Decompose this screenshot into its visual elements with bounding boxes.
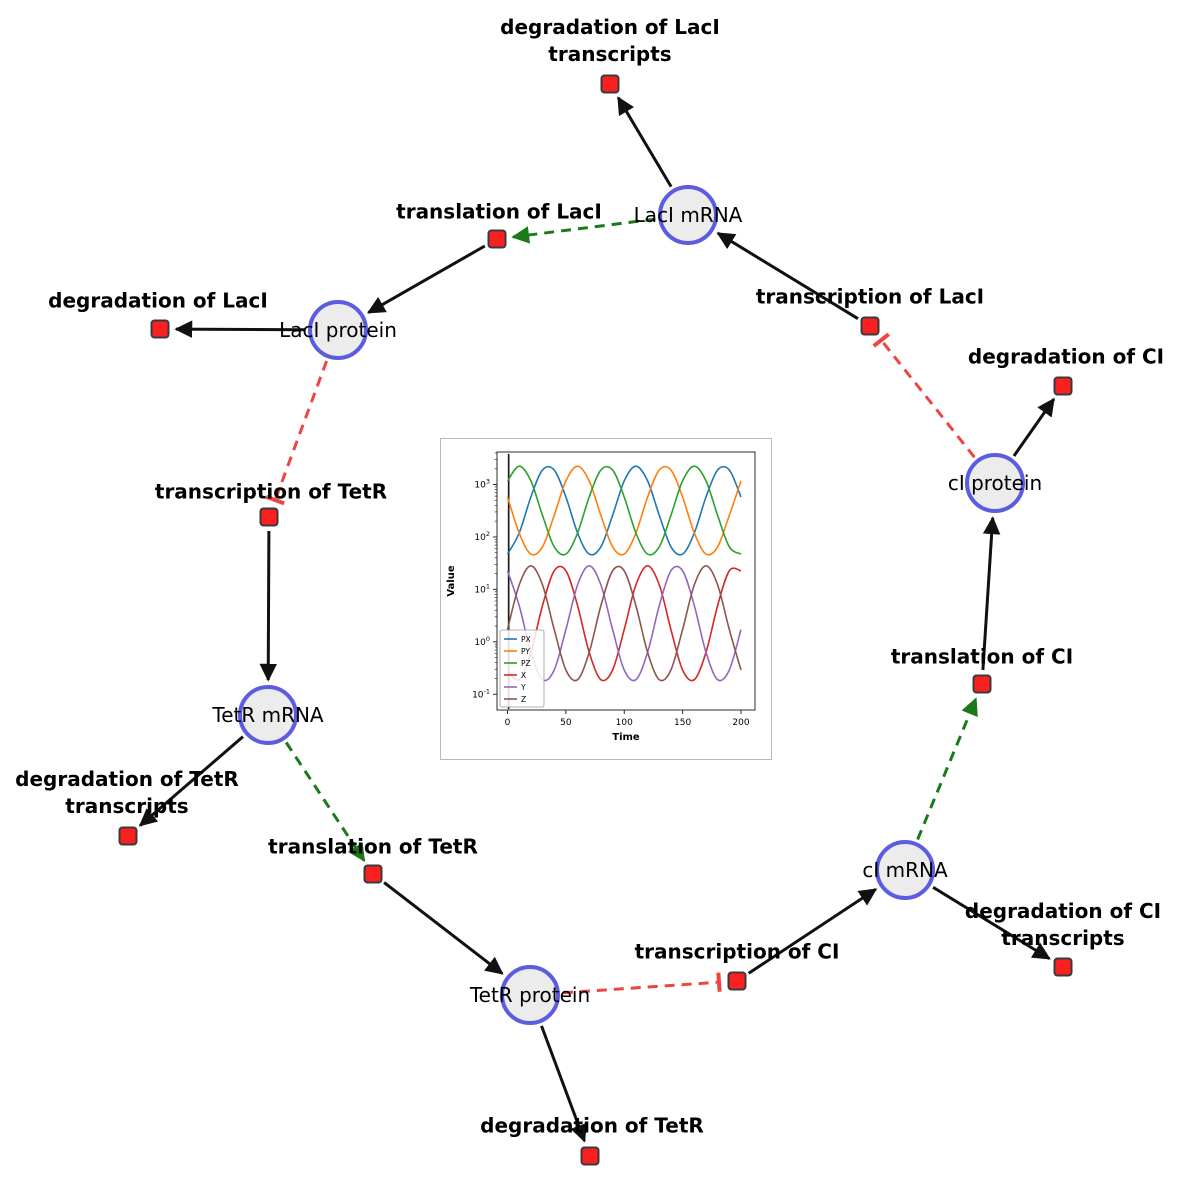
edge-lacI_protein-txn_tetR <box>265 360 329 506</box>
series-line-Y <box>506 564 742 682</box>
species-node-tetR_mRNA[interactable] <box>238 685 298 745</box>
x-tick-label: 150 <box>674 718 691 728</box>
edge-lacI_protein-deg_lacI <box>174 320 306 338</box>
edge-transl_tetR-tetR_protein <box>383 881 504 975</box>
reaction-node-transl_tetR[interactable] <box>363 864 383 884</box>
edge-transl_lacI-lacI_protein <box>366 244 486 314</box>
reaction-node-deg_cI_tx[interactable] <box>1053 957 1073 977</box>
edge-lacI_mRNA-transl_lacI <box>511 217 656 244</box>
legend-label-Z: Z <box>521 695 526 704</box>
reaction-node-txn_cI[interactable] <box>727 971 747 991</box>
species-node-cI_protein[interactable] <box>965 453 1025 513</box>
y-axis-label: Value <box>446 565 457 596</box>
x-tick-label: 0 <box>505 718 511 728</box>
x-tick-label: 200 <box>732 718 749 728</box>
legend-label-PX: PX <box>521 635 531 644</box>
reaction-node-txn_tetR[interactable] <box>259 507 279 527</box>
series-line-Z <box>506 564 742 682</box>
y-tick-label: 101 <box>474 582 490 595</box>
edge-cI_protein-deg_cI <box>1012 397 1056 457</box>
reaction-node-deg_tetR_tx[interactable] <box>118 826 138 846</box>
y-tick-label: 103 <box>474 478 490 491</box>
species-node-tetR_protein[interactable] <box>500 965 560 1025</box>
reaction-node-deg_lacI[interactable] <box>150 319 170 339</box>
legend-label-X: X <box>521 671 526 680</box>
species-node-cI_mRNA[interactable] <box>875 840 935 900</box>
series-line-PY <box>506 465 742 556</box>
edge-cI_mRNA-transl_cI <box>916 697 978 841</box>
edge-cI_mRNA-deg_cI_tx <box>932 886 1051 960</box>
series-line-PZ <box>506 465 742 556</box>
edge-cI_protein-txn_lacI <box>872 332 976 459</box>
species-node-lacI_protein[interactable] <box>308 300 368 360</box>
legend-label-PZ: PZ <box>521 659 531 668</box>
series-line-PX <box>506 465 742 556</box>
reaction-node-deg_cI[interactable] <box>1053 376 1073 396</box>
reaction-node-deg_lacI_tx[interactable] <box>600 74 620 94</box>
y-tick-label: 100 <box>474 635 490 648</box>
reaction-node-transl_lacI[interactable] <box>487 229 507 249</box>
edge-txn_cI-cI_mRNA <box>747 888 878 975</box>
edge-tetR_protein-deg_tetR <box>540 1025 587 1143</box>
edge-txn_tetR-tetR_mRNA <box>259 530 278 682</box>
y-tick-label: 10-1 <box>472 687 490 700</box>
reaction-node-txn_lacI[interactable] <box>860 316 880 336</box>
species-node-lacI_mRNA[interactable] <box>658 185 718 245</box>
legend-label-PY: PY <box>521 647 530 656</box>
edge-tetR_mRNA-transl_tetR <box>284 741 366 862</box>
series-group <box>506 465 742 682</box>
x-tick-label: 50 <box>560 718 572 728</box>
edge-tetR_protein-txn_cI <box>562 972 722 995</box>
edge-lacI_mRNA-deg_lacI_tx <box>616 96 673 188</box>
reaction-node-deg_tetR[interactable] <box>580 1146 600 1166</box>
legend-label-Y: Y <box>520 683 526 692</box>
reaction-node-transl_cI[interactable] <box>972 674 992 694</box>
y-tick-label: 102 <box>474 530 490 543</box>
edge-txn_lacI-lacI_mRNA <box>716 231 859 320</box>
plot-box <box>496 451 756 711</box>
x-axis-label: Time <box>612 732 640 743</box>
edge-transl_cI-cI_protein <box>981 516 1001 671</box>
edge-tetR_mRNA-deg_tetR_tx <box>138 735 244 827</box>
x-tick-label: 100 <box>616 718 633 728</box>
